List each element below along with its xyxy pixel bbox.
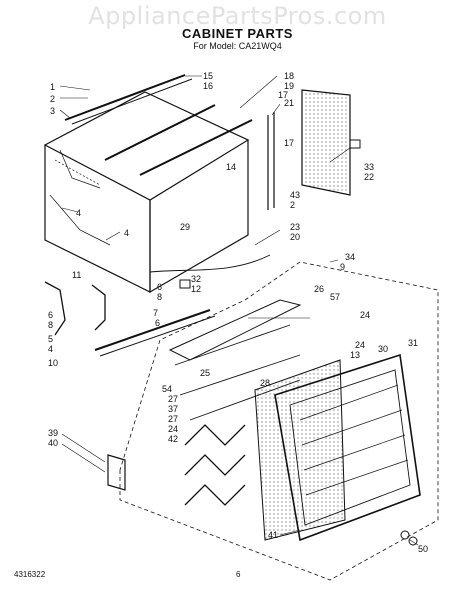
callout-6: 6 [157,282,162,292]
callout-7: 7 [153,308,158,318]
callout-33: 33 [364,162,374,172]
callout-12: 12 [191,284,201,294]
callout-24: 24 [355,340,365,350]
callout-27: 27 [168,394,178,404]
callout-22: 22 [364,172,374,182]
callout-23: 23 [290,222,300,232]
callout-6: 6 [155,318,160,328]
document-code: 4316322 [14,570,46,579]
callout-40: 40 [48,438,58,448]
callout-50: 50 [418,544,428,554]
callout-28: 28 [260,378,270,388]
callout-5: 5 [48,334,53,344]
callout-34: 34 [345,252,355,262]
callout-8: 8 [157,292,162,302]
callout-16: 16 [203,81,213,91]
callout-24: 24 [360,310,370,320]
callout-32: 32 [191,274,201,284]
callout-3: 3 [50,106,55,116]
callout-37: 37 [168,404,178,414]
callout-43: 43 [290,190,300,200]
page-number: 6 [236,570,241,579]
callout-4: 4 [76,208,81,218]
callout-8: 8 [48,320,53,330]
callout-20: 20 [290,232,300,242]
callout-11: 11 [72,270,81,280]
model-subtitle: For Model: CA21WQ4 [193,41,282,51]
leader-lines [59,75,419,546]
callout-9: 9 [340,262,345,272]
callout-42: 42 [168,434,178,444]
callout-29: 29 [180,222,190,232]
cabinet-top [43,91,250,201]
page-title: CABINET PARTS [182,26,293,41]
callout-14: 14 [226,162,236,172]
cabinet-front-opening [149,140,249,294]
callout-41: 41 [268,530,278,540]
callout-17: 17 [284,138,294,148]
callout-13: 13 [350,350,360,360]
callout-15: 15 [203,71,213,81]
callout-2: 2 [50,94,55,104]
cabinet-side [44,145,151,293]
callout-30: 30 [378,344,388,354]
callout-1: 1 [50,82,55,92]
callout-27: 27 [168,414,178,424]
callout-4: 4 [48,344,53,354]
callout-26: 26 [314,284,324,294]
callout-18: 18 [284,71,294,81]
callout-31: 31 [408,338,418,348]
callout-4: 4 [124,228,129,238]
callout-24: 24 [168,424,178,434]
callout-17: 17 [278,90,288,100]
cabinet-drawing [43,74,439,581]
callout-10: 10 [48,358,58,368]
callout-39: 39 [48,428,58,438]
callout-2: 2 [290,200,295,210]
callout-54: 54 [162,384,172,394]
callout-57: 57 [330,292,340,302]
callout-19: 19 [284,81,294,91]
callout-25: 25 [200,368,210,378]
watermark: AppliancePartsPros.com [88,2,387,30]
callout-6: 6 [48,310,53,320]
callout-21: 21 [284,98,294,108]
